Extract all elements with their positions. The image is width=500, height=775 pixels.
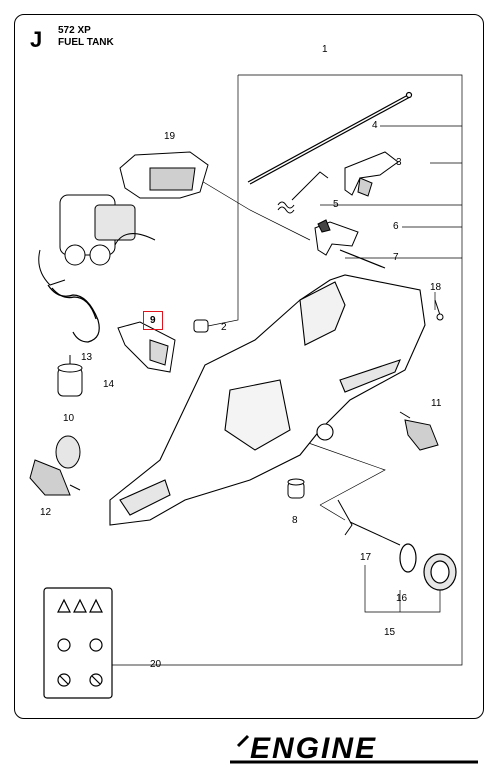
callout-18: 18 (430, 282, 442, 293)
screw-18 (434, 299, 444, 321)
brand-text: ENGINE (250, 732, 377, 765)
leader-line-2 (207, 75, 239, 327)
anti-vibration-spring-12 (29, 459, 81, 496)
section-letter: J (30, 27, 43, 52)
fuel-filter (57, 355, 83, 397)
fuel-tank-housing (109, 274, 426, 526)
spring (277, 171, 329, 214)
rubber-buffer-10 (55, 435, 81, 469)
callout-8: 8 (292, 515, 298, 526)
callout-20: 20 (150, 659, 162, 670)
page-title: FUEL TANK (58, 37, 114, 48)
fuel-hose (47, 284, 100, 343)
fuel-cap-16 (399, 543, 457, 591)
callout-11: 11 (431, 398, 442, 409)
callout-1: 1 (322, 44, 328, 55)
callout-16: 16 (396, 593, 408, 604)
callout-9-highlighted[interactable]: 9 (143, 311, 163, 330)
callout-12: 12 (40, 507, 52, 518)
bushing-8 (287, 478, 305, 499)
callout-15: 15 (384, 627, 396, 638)
tank-insert-part (117, 321, 176, 373)
callout-13: 13 (81, 352, 93, 363)
diagram-frame (14, 14, 484, 719)
leader-bracket-15 (364, 565, 441, 613)
callout-7: 7 (393, 252, 399, 263)
leader-bracket-1 (110, 74, 463, 666)
callout-2: 2 (221, 322, 227, 333)
callout-3: 3 (396, 157, 402, 168)
callout-4: 4 (372, 120, 378, 131)
fuel-hose-rod (247, 91, 413, 185)
carburetor-cover (119, 151, 209, 199)
callout-10: 10 (63, 413, 75, 424)
leader-line-8 (299, 439, 386, 506)
callout-17: 17 (360, 552, 372, 563)
callout-14: 14 (103, 379, 115, 390)
callout-19: 19 (164, 131, 176, 142)
plug-2 (193, 319, 209, 333)
carburetor-assembly (38, 194, 156, 286)
throttle-lockout (314, 219, 359, 256)
choke-rod (339, 249, 386, 269)
model-label: 572 XP (58, 25, 91, 36)
warning-decal (43, 587, 113, 699)
engine-brand-logo: ENGINE (230, 732, 478, 765)
throttle-trigger (344, 151, 399, 197)
callout-6: 6 (393, 221, 399, 232)
cap-strap-17 (337, 499, 401, 546)
callout-5: 5 (333, 199, 339, 210)
anti-vibration-spring-11 (399, 411, 439, 451)
